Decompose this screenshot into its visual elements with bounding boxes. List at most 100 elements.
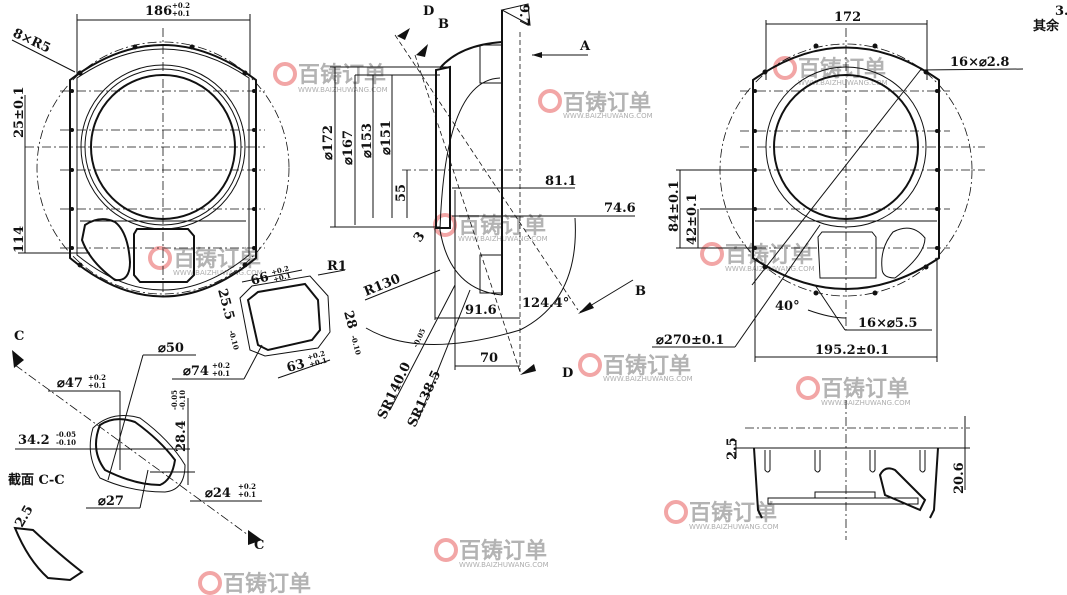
bolt-holes [753, 43, 939, 296]
dim-28: 28 [340, 309, 359, 330]
boss-top [479, 44, 503, 84]
svg-text:WWW.BAIZHUWANG.COM: WWW.BAIZHUWANG.COM [689, 523, 779, 531]
leader-line [11, 39, 76, 73]
tolerance-upper: -0.05 [56, 430, 76, 439]
radius-note: 8×R5 [10, 26, 52, 56]
dia-47: ⌀47 [57, 376, 83, 391]
angle-arc [807, 309, 847, 319]
tolerance: -0.10 [227, 329, 241, 351]
svg-text:百铸订单: 百铸订单 [459, 538, 547, 564]
dia-50: ⌀50 [158, 341, 184, 356]
dim-2-5: 2.5 [725, 437, 740, 460]
dim-42: 42±0.1 [685, 193, 700, 245]
tolerance-upper: +0.2 [238, 482, 256, 491]
large-holes-note: 16×⌀5.5 [858, 316, 917, 331]
tolerance-lower: +0.1 [88, 381, 106, 390]
section-arrow-icon [12, 350, 24, 368]
dim-114: 114 [12, 226, 27, 253]
dim-20-6: 20.6 [952, 462, 967, 494]
sr-138-5: SR138.5 [405, 368, 444, 430]
svg-text:WWW.BAIZHUWANG.COM: WWW.BAIZHUWANG.COM [798, 79, 888, 87]
diameter-270-line [751, 67, 923, 286]
section-arrow-icon [248, 530, 262, 545]
section-arrow-icon [520, 364, 536, 375]
dim-81-1: 81.1 [545, 174, 577, 189]
bore-ring [84, 68, 242, 226]
dia-151: ⌀151 [379, 120, 394, 155]
leader-line [734, 224, 821, 348]
detail-view: 66 +0.2 +0.1 63 +0.2 +0.1 R1 25.5 -0.10 … [172, 259, 363, 380]
ribs [764, 450, 926, 473]
cable-hole-square [133, 228, 195, 283]
leader-line [139, 469, 149, 509]
dia-24: ⌀24 [205, 486, 231, 501]
boss [814, 491, 876, 499]
cable-channel-profile [878, 467, 927, 512]
angle-arc [365, 217, 576, 345]
roughness-note: 其余 [1033, 18, 1060, 34]
tolerance: -0.05 [411, 327, 428, 349]
dim-28-4: 28.4 [174, 420, 189, 452]
view-marker-a: A [579, 39, 591, 54]
svg-text:百铸订单: 百铸订单 [563, 90, 651, 116]
bore-inner [90, 74, 236, 220]
section-marker-d: D [423, 4, 434, 19]
radius-r1: R1 [327, 259, 347, 274]
svg-text:百铸订单: 百铸订单 [821, 376, 909, 402]
width-dim-186: 186 [145, 4, 172, 19]
dim-63: 63 [285, 357, 306, 376]
svg-text:百铸订单: 百铸订单 [173, 246, 261, 272]
svg-text:百铸订单: 百铸订单 [798, 56, 886, 82]
bottom-view: 2.5 20.6 [725, 400, 970, 540]
bolt-holes [70, 44, 256, 268]
svg-text:WWW.BAIZHUWANG.COM: WWW.BAIZHUWANG.COM [563, 112, 653, 120]
boss-bottom [479, 254, 503, 294]
section-title: 截面 C-C [8, 472, 65, 488]
tolerance-lower: +0.1 [238, 490, 256, 499]
dome-profile [439, 77, 503, 296]
leader-line [417, 289, 471, 421]
leader-line [317, 269, 346, 276]
side-walls [753, 447, 939, 519]
section-profile [95, 418, 177, 487]
dim-34-2: 34.2 [18, 433, 50, 448]
tolerance-lower: -0.10 [178, 390, 187, 410]
dim-25: 25±0.1 [12, 86, 27, 138]
tolerance-lower: -0.10 [56, 438, 76, 447]
dim-25-5: 25.5 [214, 287, 237, 321]
section-marker-c: C [254, 538, 264, 553]
angle-124-4: 124.4° [522, 296, 569, 311]
bore-outer [765, 66, 927, 228]
dim-84: 84±0.1 [667, 180, 682, 232]
sleeve-profile [435, 65, 451, 229]
section-line-b [394, 34, 579, 311]
watermark: 百铸订单 [198, 571, 311, 595]
dia-27: ⌀27 [98, 494, 124, 509]
svg-text:百铸订单: 百铸订单 [603, 353, 691, 379]
flange-inner-outline [76, 48, 250, 291]
section-outer-profile [89, 415, 186, 493]
dimension-line [277, 359, 331, 379]
svg-text:WWW.BAIZHUWANG.COM: WWW.BAIZHUWANG.COM [821, 399, 911, 407]
leader-line [243, 344, 263, 380]
bore-inner [773, 74, 919, 220]
section-arrow-icon [578, 302, 594, 314]
thickness-2-5: 2.5 [12, 503, 36, 530]
leader-line [107, 354, 144, 481]
sr-140: SR140.0 [375, 360, 414, 422]
tolerance-upper: +0.2 [88, 373, 106, 382]
section-line-cc [14, 364, 256, 541]
dim-66: 66 [249, 270, 270, 289]
roughness-symbol-icon [500, 3, 531, 26]
svg-text:WWW.BAIZHUWANG.COM: WWW.BAIZHUWANG.COM [459, 561, 549, 569]
dome-edge [439, 41, 503, 69]
cable-hole-square [817, 231, 877, 279]
tolerance-upper: -0.05 [170, 390, 179, 410]
dia-270: ⌀270±0.1 [656, 333, 724, 348]
